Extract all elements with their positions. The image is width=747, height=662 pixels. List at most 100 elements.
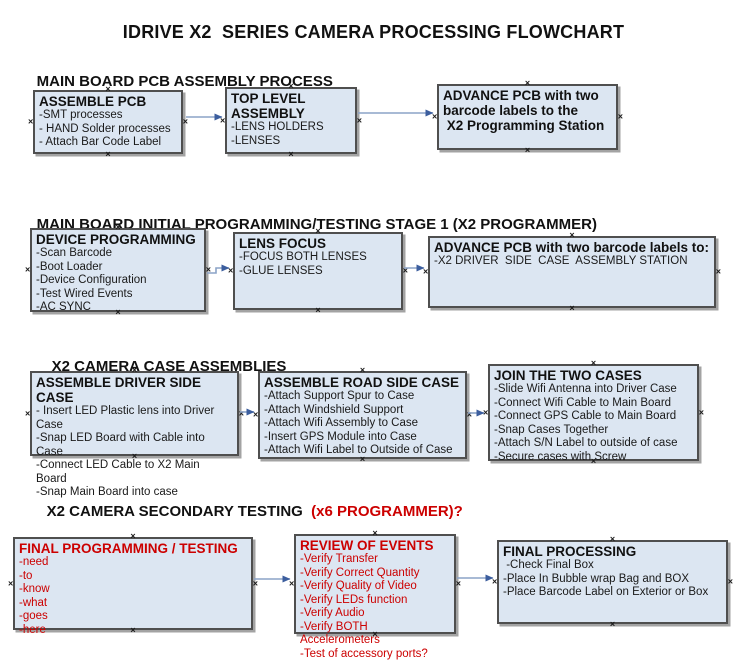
box-item: -Attach S/N Label to outside of case [494, 437, 678, 449]
box-item: -Verify Correct Quantity [300, 566, 420, 579]
box-item: - Insert LED Plastic lens into Driver Ca… [36, 405, 218, 431]
box-item: -Verify Transfer [300, 553, 378, 565]
box-item: -Connect Wifi Cable to Main Board [494, 396, 672, 409]
connection-point-icon: × [432, 111, 438, 122]
box-item: - HAND Solder processes [39, 122, 171, 135]
connection-point-icon: × [238, 408, 244, 418]
connection-point-icon: × [524, 78, 531, 88]
box-item: - Attach Bar Code Label [39, 136, 162, 148]
section-header-case-assemblies: X2 CAMERA CASE ASSEMBLIES [35, 341, 287, 392]
box-title: FINAL PROGRAMMING / TESTING [19, 541, 238, 556]
connection-point-icon: × [182, 116, 188, 127]
connection-point-icon: × [25, 264, 31, 275]
box-item: -Place In Bubble wrap Bag and BOX [503, 572, 690, 585]
connection-point-icon: × [402, 265, 408, 276]
connection-point-icon: × [609, 619, 616, 629]
box-item: -X2 DRIVER SIDE CASE ASSEMBLY STATION [434, 255, 688, 267]
connection-point-icon: × [609, 534, 616, 544]
section-header-text: MAIN BOARD PCB ASSEMBLY PROCESS [36, 73, 333, 90]
box-title: ASSEMBLE DRIVER SIDE CASE [36, 375, 205, 405]
box-title: DEVICE PROGRAMMING [36, 232, 196, 247]
flow-box-device-programming: DEVICE PROGRAMMING -Scan Barcode -Boot L… [25, 223, 211, 317]
box-item: -Test of accessory ports? [300, 647, 428, 660]
box-title: JOIN THE TWO CASES [494, 368, 642, 383]
box-item: -Snap LED Board with Cable into Case [36, 432, 208, 458]
box-item: -LENSES [231, 134, 281, 147]
connection-point-icon: × [590, 358, 597, 368]
page-title: IDRIVE X2 SERIES CAMERA PROCESSING FLOWC… [122, 22, 625, 42]
section-header-red-text: (x6 PROGRAMMER)? [306, 503, 463, 520]
box-item: -SMT processes [39, 109, 123, 121]
flow-box-review-of-events: REVIEW OF EVENTS -Verify Transfer -Verif… [289, 529, 461, 660]
box-title: REVIEW OF EVENTS [300, 538, 434, 553]
flow-box-assemble-road-side-case: ASSEMBLE ROAD SIDE CASE -Attach Support … [253, 366, 472, 464]
connection-point-icon: × [455, 578, 461, 589]
flow-box-advance-pcb-driver-side-station: ADVANCE PCB with two barcode labels to: … [423, 231, 721, 313]
connection-point-icon: × [228, 265, 234, 276]
box-title: ASSEMBLE PCB [39, 94, 147, 109]
box-item: -Connect GPS Cable to Main Board [494, 410, 677, 422]
connection-point-icon: × [359, 365, 366, 375]
connection-point-icon: × [569, 303, 575, 313]
connection-point-icon: × [423, 266, 429, 277]
flow-box-assemble-pcb: ASSEMBLE PCB -SMT processes - HAND Solde… [28, 85, 188, 159]
box-item: -Attach Support Spur to Case [264, 390, 415, 402]
box-item: -FOCUS BOTH LENSES [239, 251, 367, 263]
box-item: -LENS HOLDERS [231, 121, 324, 133]
box-item: -Attach Wifi Label to Outside of Case [264, 444, 453, 456]
box-title: LENS FOCUS [239, 236, 327, 251]
box-item: -Device Configuration [36, 274, 147, 286]
section-header-text: X2 CAMERA CASE ASSEMBLIES [51, 358, 287, 375]
box-item: -Check Final Box [503, 559, 594, 571]
connection-point-icon: × [715, 266, 721, 277]
box-item: -know [19, 583, 50, 595]
box-item: -Verify LEDs function [300, 593, 408, 606]
flow-box-join-the-two-cases: JOIN THE TWO CASES -Slide Wifi Antenna i… [483, 359, 704, 466]
section-header-secondary-testing: X2 CAMERA SECONDARY TESTING (x6 PROGRAMM… [30, 486, 463, 537]
connection-point-icon: × [8, 578, 14, 588]
flow-box-assemble-driver-side-case: ASSEMBLE DRIVER SIDE CASE - Insert LED P… [25, 366, 244, 499]
box-item: -here [19, 623, 46, 636]
box-item: -Insert GPS Module into Case [264, 430, 417, 443]
box-item: -Snap Cases Together [494, 423, 609, 436]
connection-point-icon: × [25, 408, 31, 418]
connection-point-icon: × [466, 409, 472, 420]
box-item: -Place Barcode Label on Exterior or Box [503, 586, 709, 598]
connection-point-icon: × [483, 407, 489, 417]
box-item: -Verify Audio [300, 607, 365, 619]
connection-point-icon: × [617, 111, 623, 122]
box-item: -GLUE LENSES [239, 264, 323, 277]
box-item: -AC SYNC [36, 301, 91, 313]
box-item: -Attach Wifi Assembly to Case [264, 417, 419, 429]
box-item: -Scan Barcode [36, 247, 113, 259]
box-item: -Secure cases with Screw [494, 450, 627, 463]
box-title: ADVANCE PCB with two barcode labels to t… [443, 88, 605, 133]
connection-point-icon: × [492, 576, 498, 587]
box-item: -need [19, 556, 49, 568]
connection-point-icon: × [288, 149, 294, 159]
box-item: -Slide Wifi Antenna into Driver Case [494, 383, 677, 395]
section-header-text: X2 CAMERA SECONDARY TESTING [46, 503, 307, 520]
flow-box-final-programming-testing: FINAL PROGRAMMING / TESTING -need -to -k… [8, 532, 258, 636]
connection-point-icon: × [727, 576, 733, 587]
box-item: -Test Wired Events [36, 287, 133, 300]
connection-point-icon: × [315, 305, 321, 315]
connection-point-icon: × [524, 145, 531, 155]
section-header-pcb-assembly: MAIN BOARD PCB ASSEMBLY PROCESS [20, 56, 333, 107]
flow-box-top-level-assembly: TOP LEVEL ASSEMBLY -LENS HOLDERS -LENSES… [220, 82, 362, 159]
connection-point-icon: × [252, 578, 258, 588]
connection-point-icon: × [28, 116, 34, 127]
connection-point-icon: × [220, 115, 226, 125]
flow-box-lens-focus: LENS FOCUS -FOCUS BOTH LENSES -GLUE LENS… [228, 227, 408, 315]
connection-point-icon: × [105, 149, 111, 159]
connection-point-icon: × [698, 407, 704, 417]
connection-point-icon: × [205, 264, 211, 275]
connection-point-icon: × [356, 115, 362, 125]
box-title: TOP LEVEL ASSEMBLY [231, 91, 309, 121]
box-title: ADVANCE PCB with two barcode labels to: [434, 240, 710, 255]
box-item: -goes [19, 610, 48, 622]
connection-point-icon: × [289, 578, 295, 589]
box-item: -to [19, 569, 33, 582]
box-item: -Boot Loader [36, 260, 103, 273]
